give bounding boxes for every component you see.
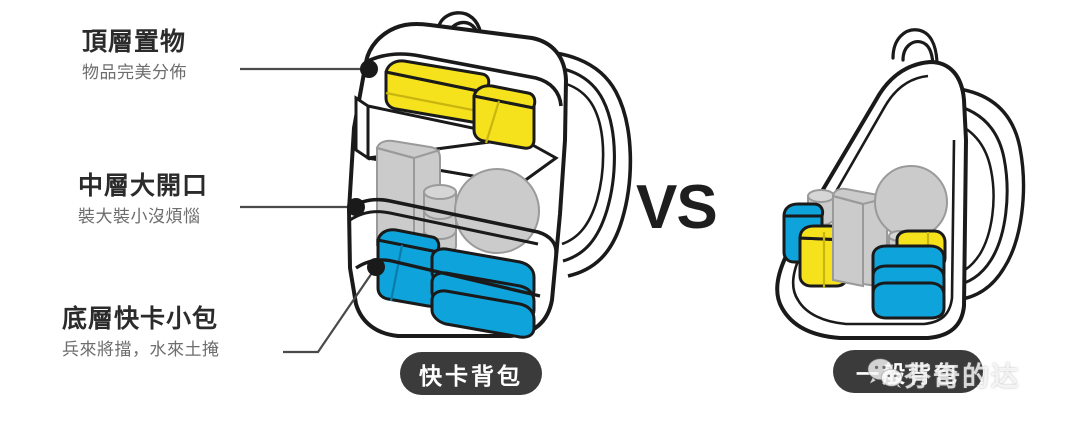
middle-compartment-divider-2 [349, 210, 539, 246]
yellow-short-block-item [472, 84, 537, 150]
left-backpack-illustration [346, 11, 633, 339]
right-shoulder-strap-inner-icon [949, 102, 1009, 288]
annotation-bottom: 底層快卡小包 兵來將擋，水來土掩 [62, 305, 220, 359]
annotation-top: 頂層置物 物品完美分佈 [82, 28, 187, 82]
right-grey-sphere-item [874, 165, 948, 239]
annotation-middle-subtitle: 裝大裝小沒煩惱 [78, 206, 201, 226]
vs-label: VS [636, 173, 718, 242]
leader-lines-group [240, 60, 385, 354]
annotation-middle-title: 中層大開口 [78, 172, 209, 200]
leader-dot-bottom [367, 258, 385, 276]
annotation-bottom-subtitle: 兵來將擋，水來土掩 [62, 339, 220, 359]
badge-right-product: 一般背包 [833, 350, 983, 393]
right-shoulder-strap-outer-icon [951, 86, 1026, 302]
right-backpack-illustration [775, 28, 1026, 340]
bottom-compartment [355, 228, 541, 339]
leader-line-bottom [283, 266, 377, 354]
leader-dot-top [360, 60, 378, 78]
top-compartment [354, 59, 559, 186]
right-shoulder-strap-inner2-icon [947, 118, 995, 278]
blue-stacked-pads-item [430, 247, 536, 339]
leader-dot-middle [347, 198, 365, 216]
blue-block-item [376, 228, 441, 308]
annotation-top-title: 頂層置物 [82, 28, 187, 56]
right-top-handle-icon [891, 28, 939, 66]
annotation-middle: 中層大開口 裝大裝小沒煩惱 [78, 172, 208, 226]
right-blue-stacked-pads-item [871, 244, 946, 320]
shoulder-strap-inner-icon [529, 64, 616, 263]
annotation-bottom-title: 底層快卡小包 [62, 305, 219, 333]
top-flap-edge [365, 52, 563, 107]
badge-left-product: 快卡背包 [400, 352, 542, 395]
shoulder-strap-inner2-icon [539, 78, 605, 246]
annotation-top-subtitle: 物品完美分佈 [82, 62, 187, 82]
right-backpack-items [782, 165, 948, 320]
right-backpack-inner-edge [791, 74, 956, 326]
